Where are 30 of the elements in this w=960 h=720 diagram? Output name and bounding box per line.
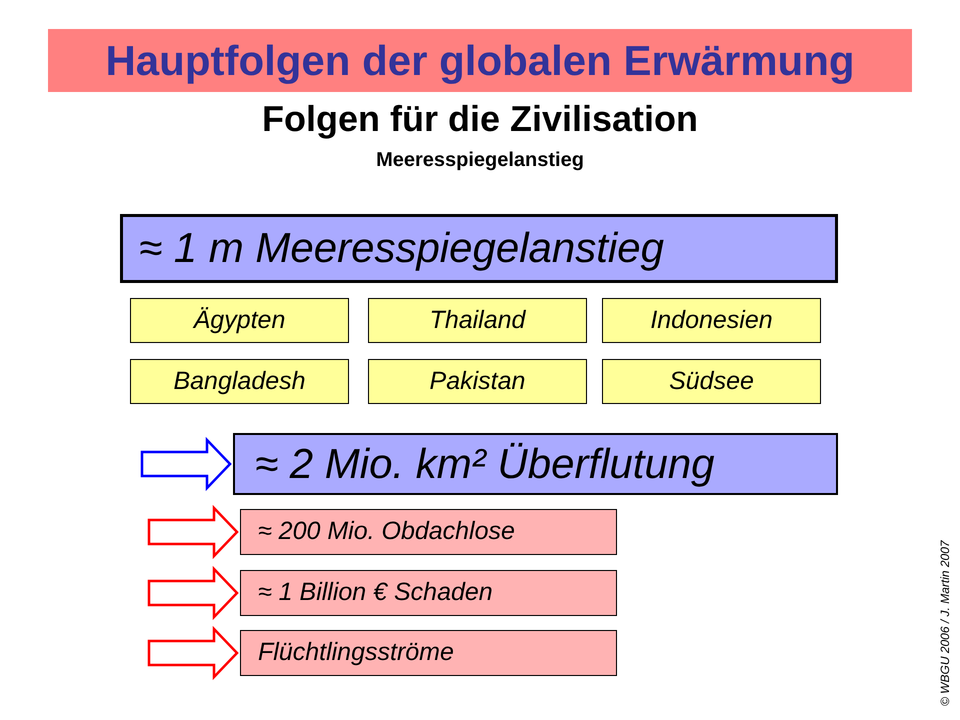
country-box [130,298,349,343]
consequence-box [240,509,617,555]
highlight-box [120,214,838,283]
box-text: Südsee [669,366,754,397]
consequence-box [240,570,617,616]
country-box [602,359,821,404]
box-text: Thailand [430,304,526,336]
subtitle: Folgen für die Zivilisation [262,98,698,140]
country-box [368,298,587,343]
box-text: ≈ 200 Mio. Obdachlose [258,516,515,548]
block-arrow [148,566,239,620]
box-text: Flüchtlingsströme [258,637,454,668]
box-text: ≈ 1 m Meeresspiegelanstieg [139,223,664,274]
consequence-box [240,630,617,676]
section-heading: Meeresspiegelanstieg [376,148,584,172]
page-title: Hauptfolgen der globalen Erwärmung [105,36,855,84]
country-box [368,359,587,404]
copyright-note: © WBGU 2006 / J. Martin 2007 [937,540,953,706]
highlight-box [233,433,838,495]
block-arrow [148,626,239,680]
box-text: Pakistan [430,366,526,397]
block-arrow [148,504,239,560]
box-text: Bangladesh [173,366,306,397]
country-box [130,359,349,404]
box-text: Ägypten [194,304,286,336]
box-text: ≈ 2 Mio. km² Überflutung [255,438,715,489]
country-box [602,298,821,343]
box-text: Indonesien [650,304,773,336]
block-arrow [140,436,232,492]
box-text: ≈ 1 Billion € Schaden [258,577,493,608]
